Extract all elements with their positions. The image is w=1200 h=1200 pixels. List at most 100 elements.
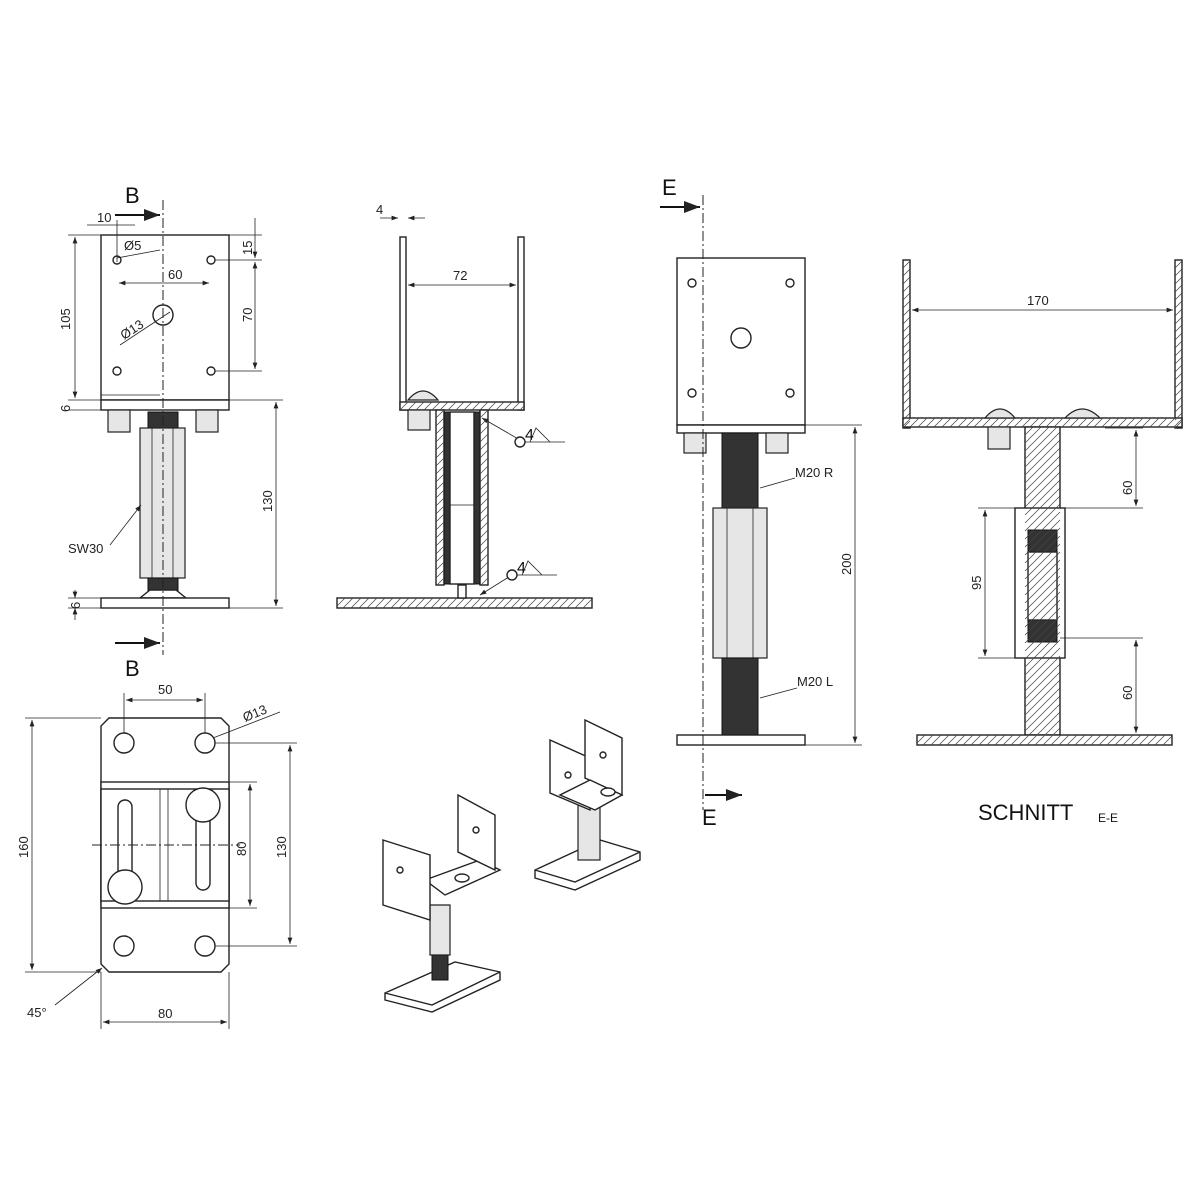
hatch-line xyxy=(965,417,976,428)
hatch-line xyxy=(510,597,522,609)
hatch-line xyxy=(1024,426,1042,444)
hatch-line xyxy=(1045,417,1056,428)
hatch-line xyxy=(1093,417,1104,428)
hatch-line xyxy=(1024,495,1061,532)
hatch-line xyxy=(471,401,481,411)
hatch-line xyxy=(1026,734,1038,746)
hatch-line xyxy=(1069,417,1080,428)
hatch-line xyxy=(479,529,489,539)
section-title: SCHNITT xyxy=(978,800,1073,825)
hatch-line xyxy=(534,597,546,609)
dim-80-inner: 80 xyxy=(234,842,249,856)
hatch-line xyxy=(399,401,409,411)
hatch-line xyxy=(358,597,370,609)
hatch-line xyxy=(518,597,530,609)
hatch-line xyxy=(1061,417,1072,428)
dim-160: 160 xyxy=(16,836,31,858)
hatch-line xyxy=(1024,639,1061,676)
hatch-line xyxy=(1024,447,1061,484)
hatch-line xyxy=(1174,340,1183,349)
hatch-line xyxy=(435,417,445,427)
section-marker-e-top: E xyxy=(662,175,677,200)
hatch-line xyxy=(435,497,445,507)
hatch-line xyxy=(1042,734,1054,746)
hatch-line xyxy=(1024,567,1061,604)
hatch-line xyxy=(336,597,346,607)
hatch-line xyxy=(479,497,489,507)
hatch-line xyxy=(1174,300,1183,309)
hatch-line xyxy=(1174,372,1183,381)
hatch-line xyxy=(1024,695,1061,732)
hatch-line xyxy=(435,481,445,491)
dim-72: 72 xyxy=(453,268,467,283)
hatch-line xyxy=(1036,711,1061,736)
hatch-line xyxy=(431,401,441,411)
hatch-line xyxy=(382,597,394,609)
hatch-line xyxy=(902,372,911,381)
hatch-line xyxy=(941,417,952,428)
hatch-line xyxy=(414,597,426,609)
hatch-line xyxy=(430,597,442,609)
hatch-line xyxy=(916,734,926,744)
hatch-line xyxy=(1024,655,1061,692)
hatch-line xyxy=(902,412,911,421)
hatch-line xyxy=(1024,426,1050,452)
hatch-line xyxy=(902,284,911,293)
thread-label-m20r: M20 R xyxy=(795,465,833,480)
hatch-line xyxy=(1024,663,1061,700)
hatch-line xyxy=(902,356,911,365)
hatch-line xyxy=(1024,455,1061,492)
hatch-line xyxy=(1034,734,1046,746)
hatch-line xyxy=(487,401,497,411)
hatch-line xyxy=(1010,734,1022,746)
hatch-line xyxy=(1024,471,1061,508)
hatch-line xyxy=(1174,292,1183,301)
dim-130: 130 xyxy=(260,490,275,512)
hatch-line xyxy=(1024,671,1061,708)
hatch-line xyxy=(574,597,586,609)
hatch-line xyxy=(1170,743,1173,746)
hatch-line xyxy=(435,545,445,555)
head-plate xyxy=(100,399,230,411)
dim-50: 50 xyxy=(158,682,172,697)
hatch-line xyxy=(1174,380,1183,389)
hole xyxy=(206,255,216,265)
hatch-line xyxy=(1024,527,1061,564)
hatch-line xyxy=(1098,734,1110,746)
hatch-line xyxy=(479,473,489,483)
hatch-line xyxy=(480,577,489,586)
hatch-line xyxy=(350,597,362,609)
hatch-line xyxy=(479,441,489,451)
hatch-line xyxy=(902,276,911,285)
hatch-line xyxy=(1174,356,1183,365)
hatch-line xyxy=(1174,284,1183,293)
hatch-line xyxy=(902,340,911,349)
hatch-line xyxy=(435,449,445,459)
dim-45-degrees: 45° xyxy=(27,1005,47,1020)
hatch-line xyxy=(1074,734,1086,746)
hatch-line xyxy=(566,597,578,609)
hatch-line xyxy=(1024,426,1034,436)
hatch-line xyxy=(407,401,417,411)
front-view: B B 105 6 10 Ø5 60 Ø13 15 70 130 6 SW30 xyxy=(58,183,283,681)
dim-d13-plan: Ø13 xyxy=(241,702,269,725)
hatch-line xyxy=(1174,388,1183,397)
hatch-line xyxy=(1024,607,1061,644)
hatch-line xyxy=(479,449,489,459)
hole xyxy=(206,366,216,376)
hatch-line xyxy=(1174,348,1183,357)
hatch-line xyxy=(1101,417,1112,428)
hatch-line xyxy=(435,537,445,547)
hatch-line xyxy=(902,292,911,301)
hatch-line xyxy=(1024,687,1061,724)
hatch-line xyxy=(1130,734,1142,746)
hatch-line xyxy=(1024,487,1061,524)
hatch-line xyxy=(435,489,445,499)
hatch-line xyxy=(1024,575,1061,612)
hatch-line xyxy=(422,597,434,609)
hatch-line xyxy=(479,433,489,443)
hatch-line xyxy=(542,597,554,609)
hatch-line xyxy=(435,505,445,515)
hatch-line xyxy=(1174,412,1183,421)
hatch-line xyxy=(902,332,911,341)
